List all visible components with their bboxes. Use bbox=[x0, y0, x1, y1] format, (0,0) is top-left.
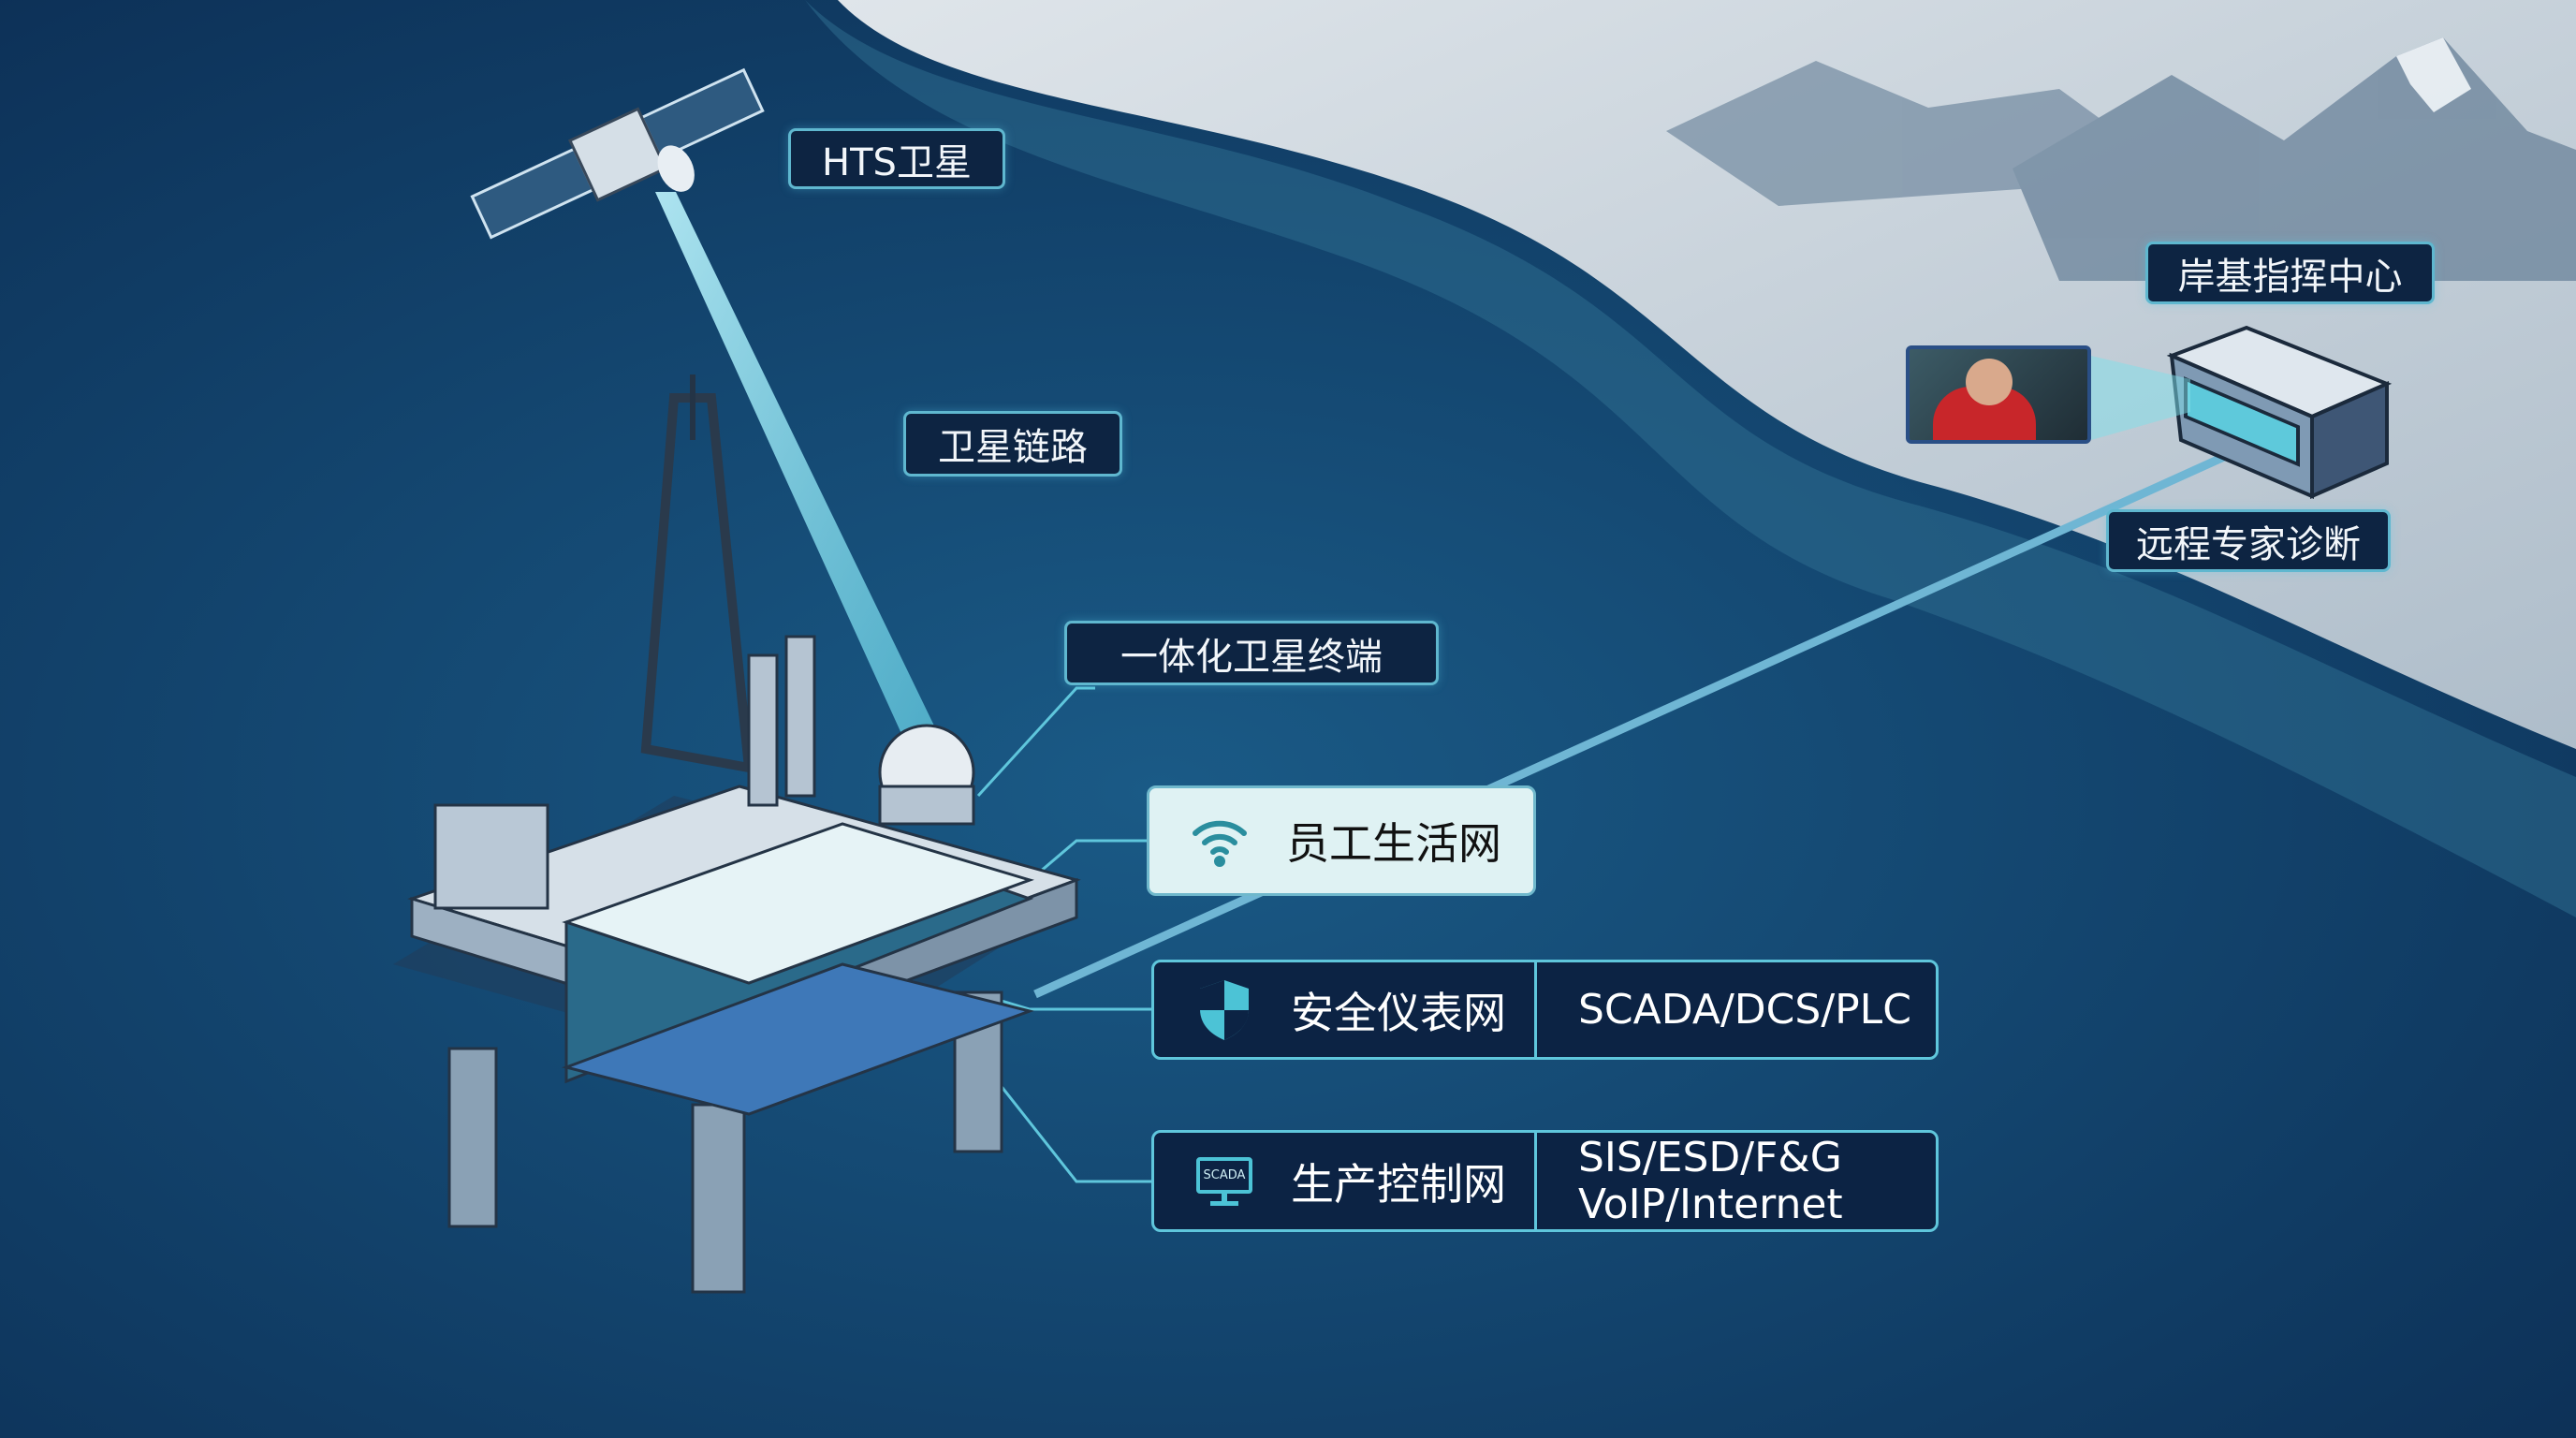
network-staff-living: 员工生活网 bbox=[1147, 785, 1536, 896]
satellite-link-text: 卫星链路 bbox=[938, 426, 1088, 469]
satellite-terminal-label: 一体化卫星终端 bbox=[1064, 621, 1439, 685]
network-protocols-line-1: SIS/ESD/F&G bbox=[1578, 1133, 1842, 1181]
remote-diagnosis-label: 远程专家诊断 bbox=[2106, 509, 2391, 572]
remote-diagnosis-text: 远程专家诊断 bbox=[2136, 522, 2361, 566]
command-center-text: 岸基指挥中心 bbox=[2177, 255, 2403, 299]
network-name: 生产控制网 bbox=[1291, 1158, 1506, 1210]
satellite-beam bbox=[655, 192, 945, 758]
command-center-label: 岸基指挥中心 bbox=[2145, 242, 2435, 304]
network-production-control: SCADA 生产控制网 SIS/ESD/F&G VoIP/Internet bbox=[1151, 1130, 1939, 1232]
remote-expert-video-thumbnail bbox=[1906, 345, 2091, 444]
network-name: 安全仪表网 bbox=[1291, 987, 1506, 1038]
satellite-icon bbox=[470, 67, 765, 240]
oil-platform bbox=[393, 374, 1081, 1294]
shield-icon bbox=[1192, 977, 1257, 1043]
hts-satellite-label: HTS卫星 bbox=[788, 128, 1005, 189]
hts-satellite-text: HTS卫星 bbox=[822, 140, 972, 184]
network-name: 员工生活网 bbox=[1286, 818, 1501, 869]
wifi-icon bbox=[1187, 808, 1252, 873]
scada-icon-text: SCADA bbox=[1195, 1156, 1253, 1194]
scada-monitor-icon: SCADA bbox=[1192, 1149, 1257, 1214]
command-center-building bbox=[2166, 325, 2393, 500]
satellite-link-label: 卫星链路 bbox=[903, 411, 1122, 477]
mountains bbox=[1666, 37, 2576, 281]
video-projection-beam bbox=[2091, 356, 2190, 440]
network-protocols: SCADA/DCS/PLC bbox=[1578, 985, 1911, 1034]
fiber-link-line bbox=[1033, 448, 2236, 999]
network-safety-instrumented: 安全仪表网 SCADA/DCS/PLC bbox=[1151, 960, 1939, 1060]
satellite-terminal-text: 一体化卫星终端 bbox=[1120, 635, 1383, 679]
network-protocols-line-2: VoIP/Internet bbox=[1578, 1180, 1843, 1228]
coastline-shallow bbox=[805, 0, 2576, 917]
